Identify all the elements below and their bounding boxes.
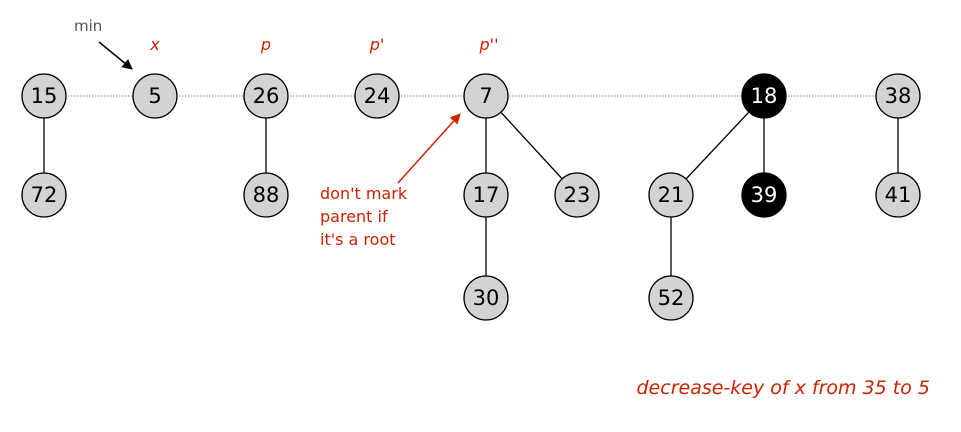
heap-node-52: 52 xyxy=(648,275,694,321)
node-circle xyxy=(463,73,509,119)
node-circle xyxy=(463,172,509,218)
marked-node-circle xyxy=(741,73,787,119)
heap-node-5: 5 xyxy=(132,73,178,119)
heap-node-21: 21 xyxy=(648,172,694,218)
node-key: 5 xyxy=(148,84,161,108)
heap-node-30: 30 xyxy=(463,275,509,321)
node-key: 30 xyxy=(473,286,500,310)
node-circle xyxy=(21,73,67,119)
node-key: 26 xyxy=(253,84,280,108)
caption: decrease-key of x from 35 to 5 xyxy=(637,377,931,399)
node-layer: 15 5 26 24 7 18 38 72 88 17 23 21 39 41 30 52 xyxy=(21,73,921,321)
label-p: p xyxy=(260,35,271,54)
node-key: 7 xyxy=(479,84,492,108)
heap-node-23: 23 xyxy=(554,172,600,218)
marked-node-circle xyxy=(741,172,787,218)
note-line-1: don't mark xyxy=(320,184,408,203)
node-circle xyxy=(243,172,289,218)
label-x: x xyxy=(149,35,160,54)
node-key: 17 xyxy=(473,183,500,207)
node-circle xyxy=(875,73,921,119)
heap-node-38: 38 xyxy=(875,73,921,119)
node-key: 41 xyxy=(885,183,912,207)
min-pointer-label: min xyxy=(74,17,102,35)
node-circle xyxy=(463,275,509,321)
note-line-3: it's a root xyxy=(320,230,396,249)
heap-node-88: 88 xyxy=(243,172,289,218)
node-circle xyxy=(554,172,600,218)
note-arrow xyxy=(397,113,461,184)
node-key: 18 xyxy=(751,84,778,108)
node-circle xyxy=(875,172,921,218)
heap-node-24: 24 xyxy=(354,73,400,119)
node-key: 52 xyxy=(658,286,685,310)
note-line-2: parent if xyxy=(320,207,388,226)
node-key: 39 xyxy=(751,183,778,207)
node-circle xyxy=(354,73,400,119)
heap-node-26: 26 xyxy=(243,73,289,119)
min-pointer-arrow xyxy=(98,41,133,70)
node-key: 88 xyxy=(253,183,280,207)
heap-node-18: 18 xyxy=(741,73,787,119)
node-key: 21 xyxy=(658,183,685,207)
node-key: 24 xyxy=(364,84,391,108)
heap-node-7: 7 xyxy=(463,73,509,119)
node-circle xyxy=(648,275,694,321)
heap-node-72: 72 xyxy=(21,172,67,218)
label-p-double-prime: p'' xyxy=(479,35,499,54)
note-text: don't mark parent if it's a root xyxy=(320,184,412,249)
heap-node-39: 39 xyxy=(741,172,787,218)
node-key: 72 xyxy=(31,183,58,207)
node-key: 38 xyxy=(885,84,912,108)
node-key: 15 xyxy=(31,84,58,108)
heap-node-17: 17 xyxy=(463,172,509,218)
heap-node-41: 41 xyxy=(875,172,921,218)
node-circle xyxy=(132,73,178,119)
label-p-prime: p' xyxy=(369,35,385,54)
node-key: 23 xyxy=(564,183,591,207)
node-circle xyxy=(21,172,67,218)
node-circle xyxy=(243,73,289,119)
node-circle xyxy=(648,172,694,218)
heap-node-15: 15 xyxy=(21,73,67,119)
